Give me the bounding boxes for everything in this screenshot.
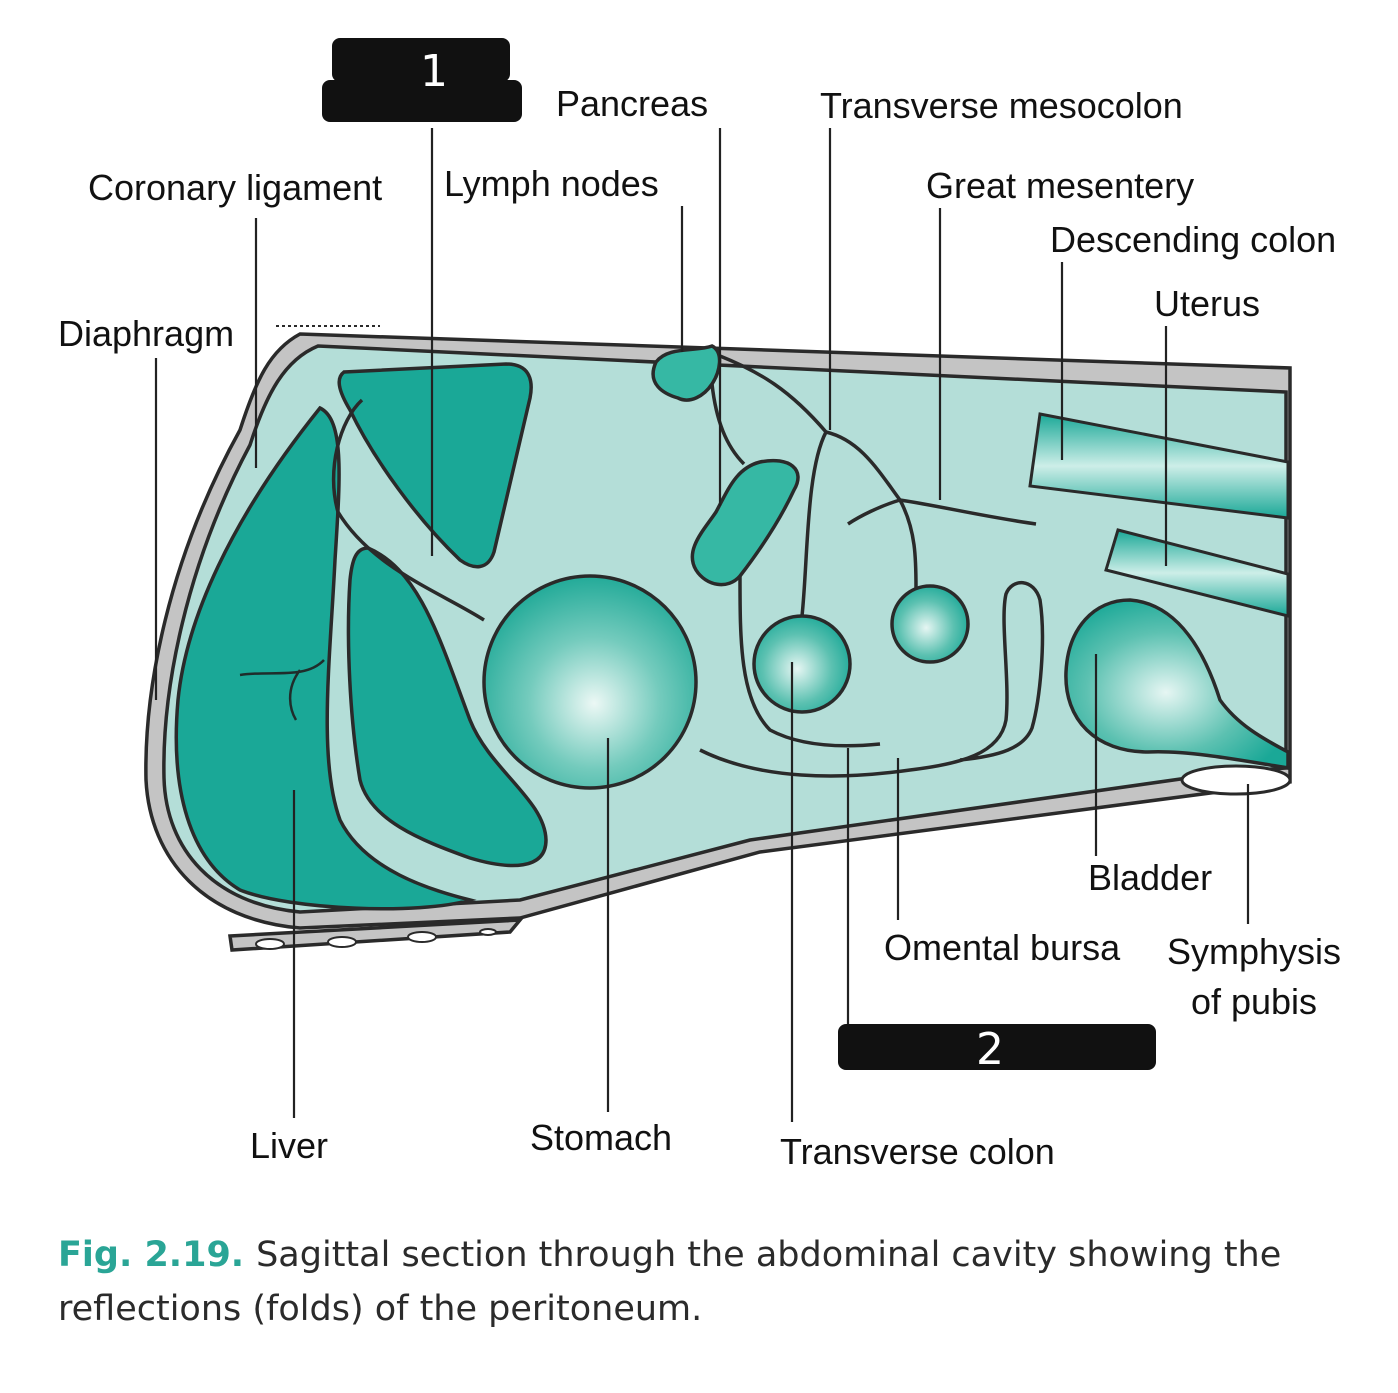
abdominal-wall-vessel	[407, 931, 437, 943]
abdominal-wall-vessel	[255, 938, 285, 950]
pelvic-strip	[227, 918, 524, 952]
abdominal-wall-vessel	[327, 936, 357, 948]
liver-left-lobe	[174, 405, 477, 911]
uterus-organ	[1104, 528, 1290, 618]
label-symphysis-line1: Symphysis	[1167, 931, 1341, 972]
lymph-node-cluster	[651, 344, 722, 402]
leader-lines	[154, 128, 1250, 1122]
descending-colon-organ	[1028, 412, 1290, 520]
figure-caption-text: Sagittal section through the abdominal c…	[58, 1235, 1282, 1329]
transverse-colon-organ	[752, 614, 852, 714]
bladder-organ	[1064, 598, 1290, 771]
label-liver: Liver	[250, 1125, 328, 1166]
label-symphysis-line2: of pubis	[1191, 981, 1317, 1022]
label-diaphragm: Diaphragm	[58, 313, 234, 354]
redaction-box	[838, 1024, 1156, 1070]
lesser-omentum-number: 1	[420, 46, 448, 97]
liver-upper-lobe	[337, 362, 533, 569]
peritoneal-folds	[276, 325, 1045, 778]
redaction-box	[322, 80, 522, 122]
label-coronary-ligament: Coronary ligament	[88, 167, 382, 208]
abdominal-wall-vessel	[479, 928, 497, 936]
label-transverse-colon: Transverse colon	[780, 1131, 1055, 1172]
label-bladder: Bladder	[1088, 857, 1212, 898]
stomach-organ	[482, 574, 698, 790]
figure-number: Fig. 2.19.	[58, 1235, 245, 1275]
redaction-box	[332, 38, 510, 82]
liver-fissure	[239, 659, 325, 721]
figure-caption: Fig. 2.19.Sagittal section through the a…	[58, 1228, 1358, 1336]
peritoneum-diagram: 1 2 Pancreas Transverse mesocolon Corona…	[58, 38, 1341, 1172]
label-omental-bursa: Omental bursa	[884, 927, 1121, 968]
label-uterus: Uterus	[1154, 283, 1260, 324]
label-stomach: Stomach	[530, 1117, 672, 1158]
symphysis-pubis	[1180, 764, 1292, 796]
label-pancreas: Pancreas	[556, 83, 708, 124]
small-intestine-loop	[890, 584, 970, 664]
label-lymph-nodes: Lymph nodes	[444, 163, 659, 204]
pancreas-organ	[690, 458, 800, 587]
label-descending-colon: Descending colon	[1050, 219, 1336, 260]
liver-caudate-lobe	[346, 546, 548, 868]
greater-omentum-number: 2	[976, 1024, 1004, 1075]
label-great-mesentery: Great mesentery	[926, 165, 1194, 206]
label-transverse-mesocolon: Transverse mesocolon	[820, 85, 1183, 126]
